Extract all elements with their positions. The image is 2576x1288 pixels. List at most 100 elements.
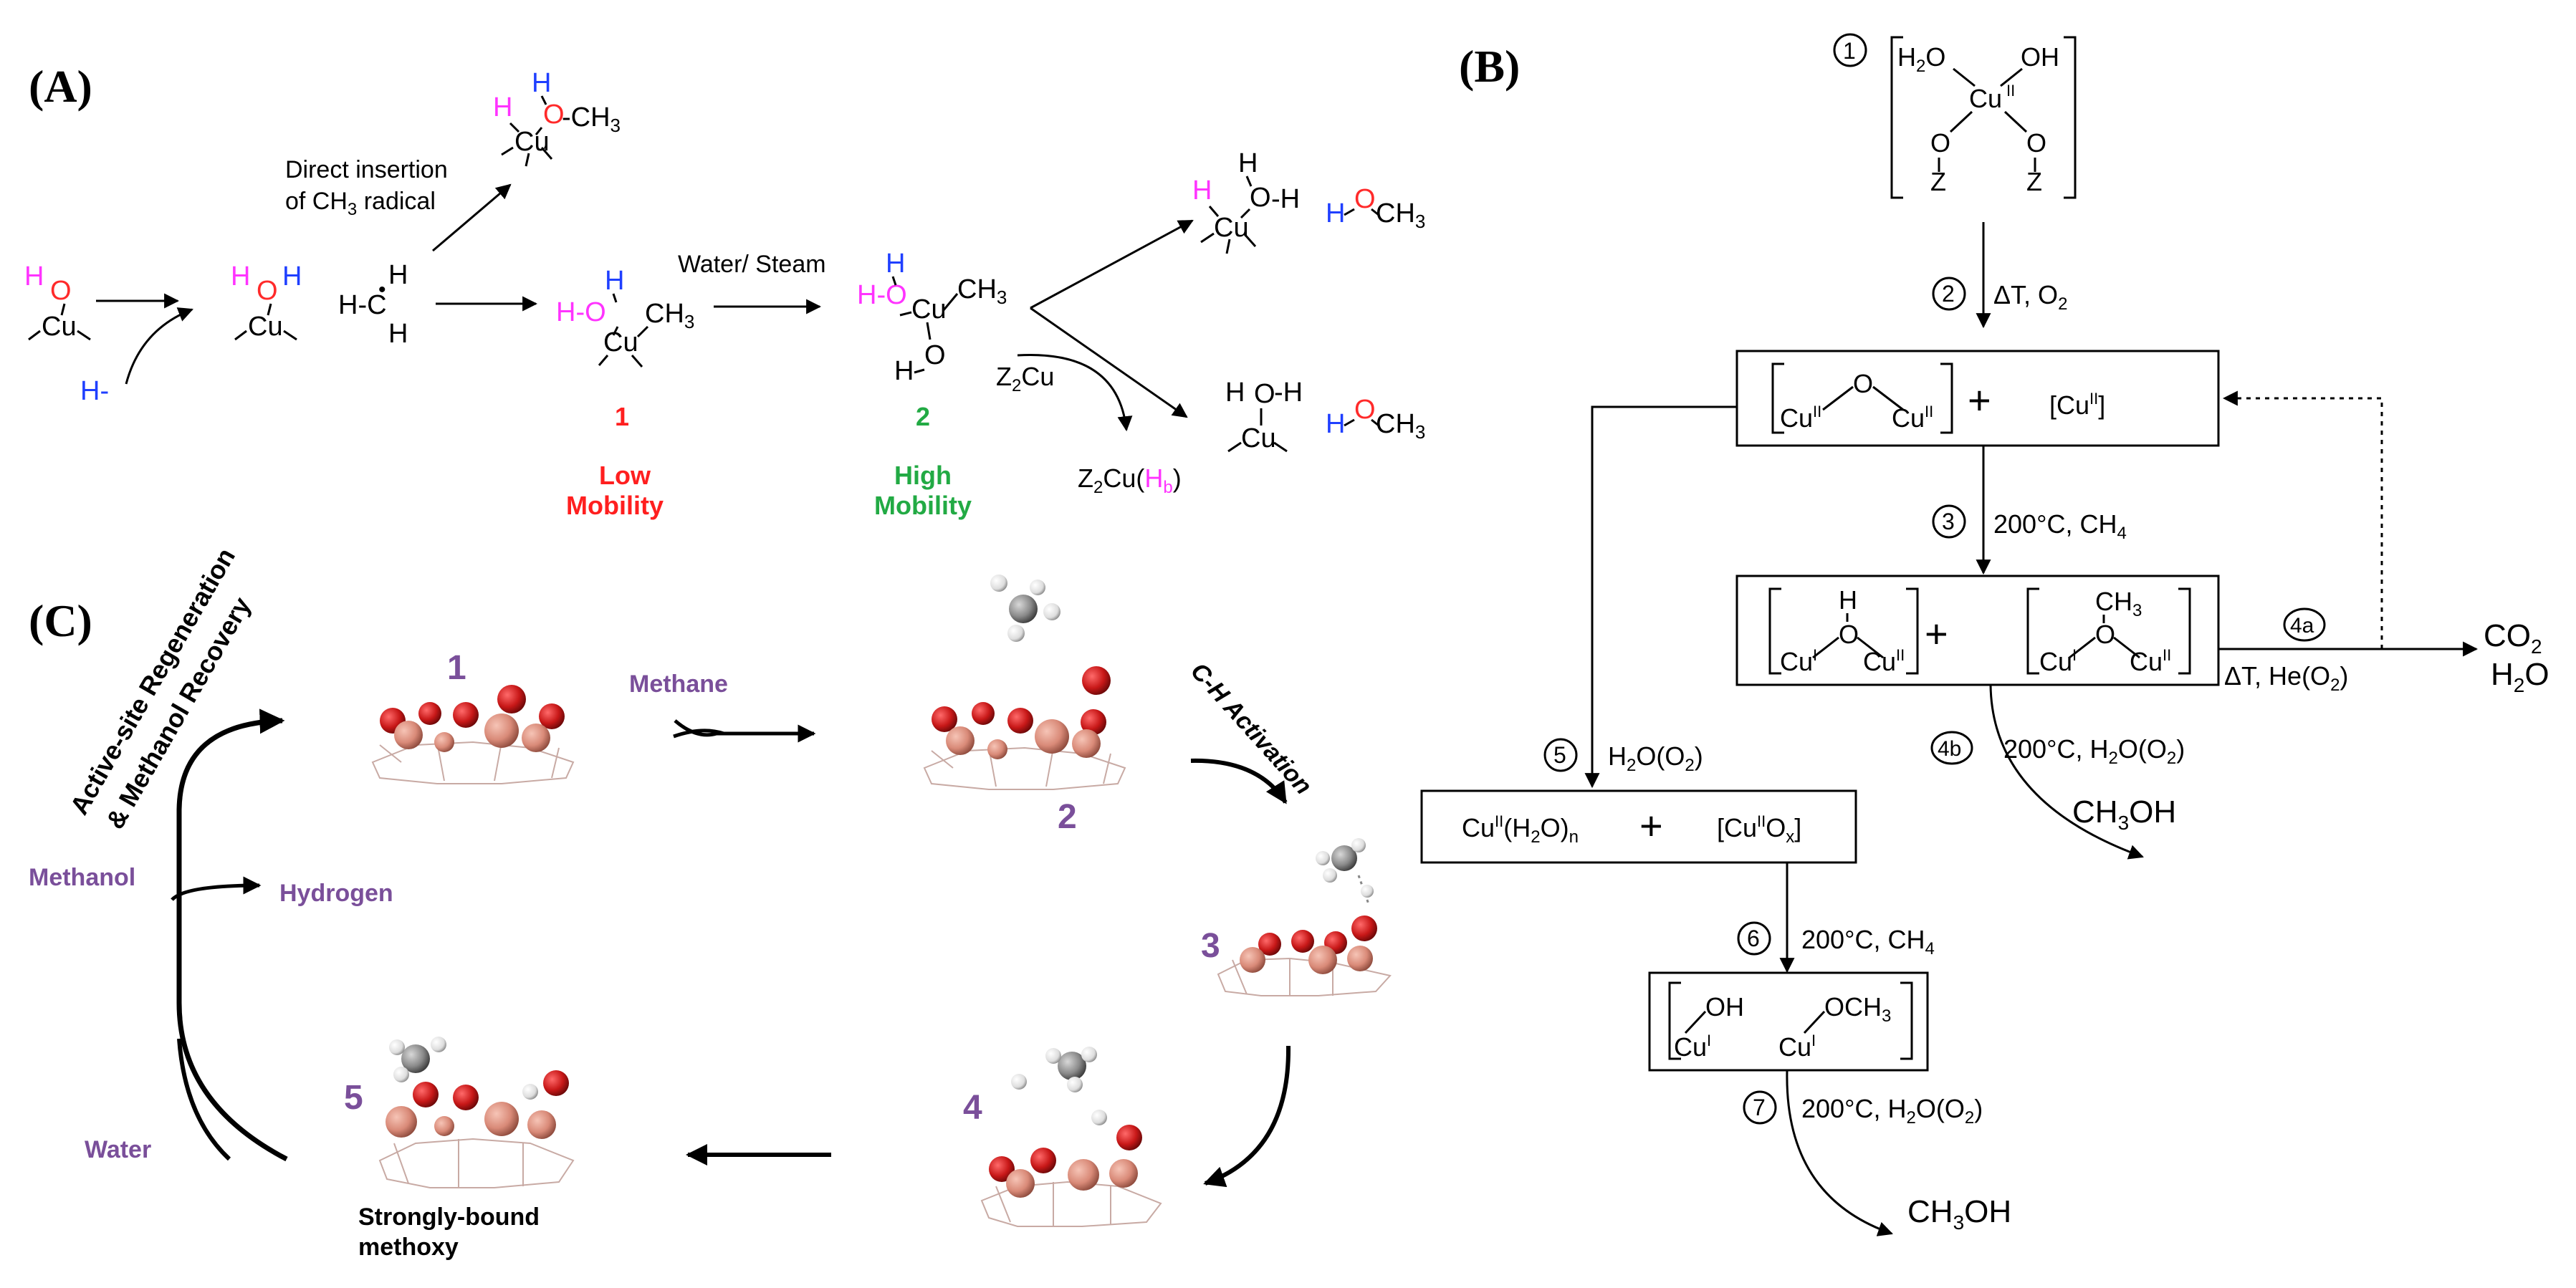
svg-text:CH3: CH3 [957,274,1007,308]
svg-text:[CuII]: [CuII] [2049,390,2105,420]
svg-text:O: O [924,340,946,370]
svg-text:5: 5 [1553,742,1566,768]
box-2-content: O CuII CuII + [CuII] [1771,362,2105,434]
svg-text:Mobility: Mobility [566,491,664,520]
svg-text:H-C: H-C [338,290,387,320]
cluster-1: 1 [371,649,575,784]
svg-text:Z: Z [2026,167,2042,196]
arrow-ch-activation [1190,758,1288,804]
panel-a-label: (A) [29,61,92,112]
svg-text:O: O [2095,620,2115,649]
svg-text:Cu: Cu [248,312,283,342]
arrow-step-4b [1989,684,2144,860]
cluster-4: 4 [963,1047,1162,1227]
svg-text:CH3OH: CH3OH [2072,794,2176,834]
panel-b-label: (B) [1459,41,1520,92]
svg-text:H: H [1238,148,1258,178]
svg-text:+: + [1925,611,1948,656]
svg-text:CH3: CH3 [645,299,694,332]
arrow-regeneration-dotted [2222,390,2383,649]
panel-c: (C) Active-site Regeneration & Methanol … [29,543,1392,1261]
svg-text:CuII: CuII [2130,646,2171,676]
svg-text:ΔT, O2: ΔT, O2 [1993,280,2067,314]
svg-text:CuI: CuI [1778,1032,1816,1062]
svg-text:CH3OH: CH3OH [1907,1194,2011,1234]
svg-text:Z: Z [1930,167,1946,196]
svg-text:-H: -H [1271,184,1300,214]
svg-text:H2O: H2O [1897,42,1945,76]
svg-text:1: 1 [447,649,466,687]
box-6-content: OH OCH3 CuI CuI [1668,981,1913,1062]
svg-text:CH3: CH3 [1376,409,1425,443]
arrow-hydride [125,307,193,385]
svg-text:O: O [1853,369,1873,398]
svg-text:H: H [894,356,914,386]
svg-text:2: 2 [1058,798,1077,836]
svg-text:3: 3 [1942,509,1955,534]
svg-text:CH3: CH3 [1376,198,1425,232]
ch-activation-label: C-H Activation [1185,658,1317,800]
direct-insertion-label: Direct insertion of CH3 radical [285,156,448,219]
svg-text:H: H [1839,585,1857,615]
cluster-2: 2 [923,666,1126,836]
compound-2-number: 2 [916,402,930,431]
svg-text:H: H [493,92,512,122]
svg-text:6: 6 [1747,926,1760,951]
arrow-z2cu [1017,353,1133,432]
arrow-step-5 [1584,405,1737,789]
svg-text:1: 1 [1843,38,1856,64]
svg-text:OH: OH [1705,992,1744,1022]
methanol-upper: H O CH3 [1326,184,1425,232]
compound-1-number: 1 [615,402,629,431]
svg-text:5: 5 [344,1079,363,1117]
cluster-3: 3 [1201,838,1392,996]
svg-text:O: O [257,276,278,306]
arrow-step-3-4 [1203,1045,1291,1188]
svg-text:H: H [282,261,302,292]
svg-text:H: H [605,266,624,296]
methanol-label: Methanol [29,864,135,891]
svg-text:Z2Cu: Z2Cu [996,362,1054,395]
svg-text:-CH3: -CH3 [562,102,621,136]
species-a1: H O Cu H- [24,261,109,406]
methoxy-label: methoxy [358,1234,459,1261]
svg-text:4b: 4b [1938,737,1961,761]
arrow-branch-down [1030,307,1188,418]
svg-text:3: 3 [1201,927,1220,965]
methane-label: Methane [629,671,728,698]
svg-text:H: H [388,260,408,290]
svg-text:H2O(O2): H2O(O2) [1608,741,1703,775]
svg-text:CuI: CuI [2039,646,2077,676]
svg-text:CuII(H2O)n: CuII(H2O)n [1462,812,1579,847]
svg-text:CuII: CuII [1892,403,1933,433]
svg-text:H: H [532,68,551,98]
svg-text:200°C, CH4: 200°C, CH4 [1993,509,2127,543]
svg-text:OCH3: OCH3 [1824,992,1891,1026]
product-lower: H O -H Cu [1225,378,1303,453]
box-step-3 [1735,575,2220,686]
svg-text:O: O [1930,128,1950,158]
oxygen-label: O [50,276,72,306]
box-step-5 [1420,789,1857,864]
hydrogen-label: Hydrogen [279,880,393,907]
svg-text:H: H [1225,378,1245,408]
svg-text:4: 4 [963,1089,982,1127]
arrow-water-branch [177,1038,231,1161]
svg-text:H2O: H2O [2491,657,2549,696]
svg-text:200°C, H2O(O2): 200°C, H2O(O2) [1801,1094,1983,1128]
svg-text:Direct insertion: Direct insertion [285,156,448,183]
svg-text:Cu: Cu [603,327,638,357]
svg-text:+: + [1968,378,1991,423]
svg-text:CH3: CH3 [2095,587,2142,620]
box-3-content: H O CuI CuII + CH3 O CuI CuII [1768,585,2191,676]
svg-text:II: II [2006,82,2015,100]
box-5-content: CuII(H2O)n + [CuIIOx] [1462,803,1801,848]
svg-text:-H: -H [1274,378,1303,408]
svg-text:+: + [1639,803,1663,848]
copper-label: Cu [42,312,77,342]
svg-text:H-O: H-O [556,297,606,327]
arrow-step-7 [1786,1070,1893,1236]
svg-text:O: O [1839,620,1859,649]
svg-text:H-O: H-O [857,280,907,310]
svg-text:Cu: Cu [1214,213,1249,243]
